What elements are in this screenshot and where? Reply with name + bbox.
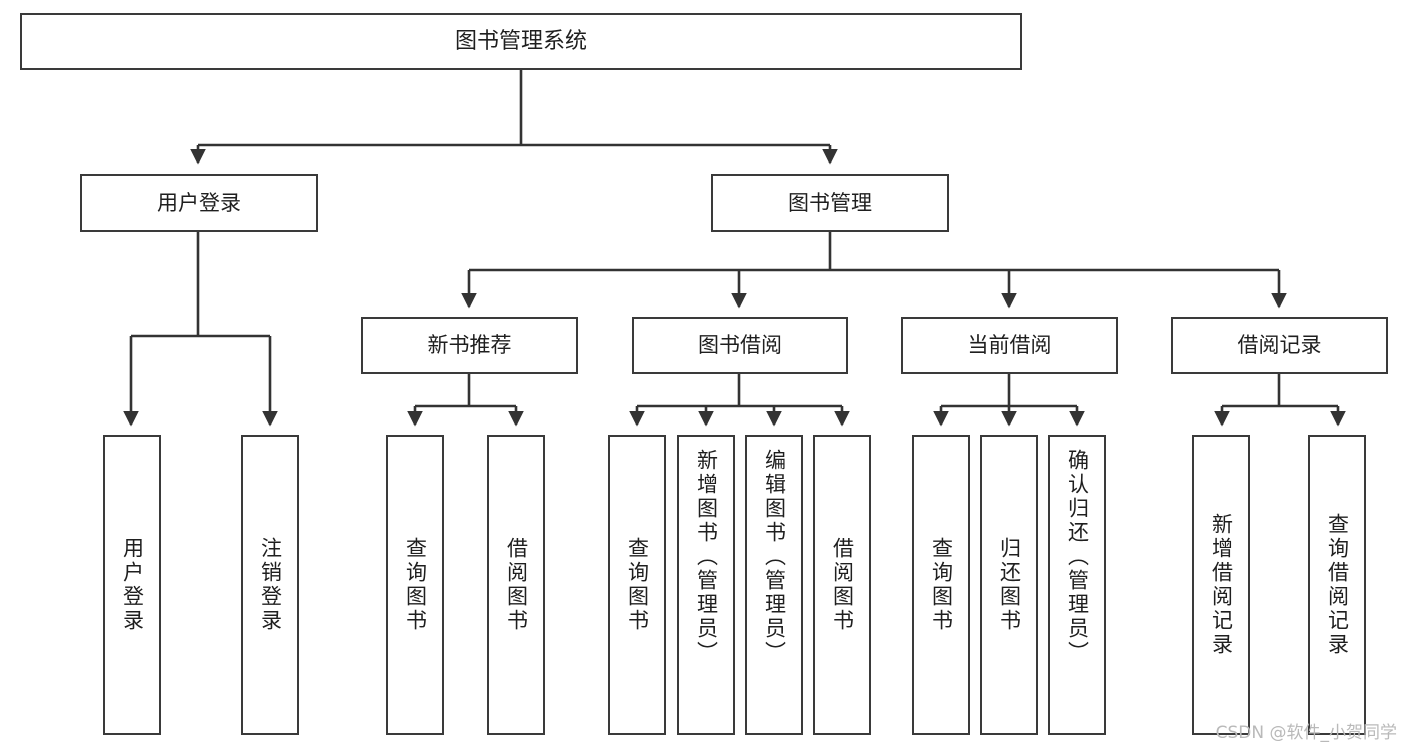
node-label: 新增借阅记录 [1209,513,1234,657]
node-label: 编辑图书（管理员） [762,449,787,665]
node-borrow-record[interactable]: 借阅记录 [1171,317,1388,374]
node-label: 用户登录 [120,537,145,633]
node-label: 新增图书（管理员） [694,449,719,665]
node-label: 注销登录 [258,537,283,633]
node-book-management[interactable]: 图书管理 [711,174,949,232]
node-label: 用户登录 [157,190,241,215]
watermark-text: CSDN @软件_小贺同学 [1215,723,1397,743]
leaf-query-book-recommend[interactable]: 查询图书 [386,435,444,735]
leaf-user-login[interactable]: 用户登录 [103,435,161,735]
node-label: 当前借阅 [967,333,1052,358]
node-current-borrow[interactable]: 当前借阅 [901,317,1118,374]
leaf-query-book-borrow[interactable]: 查询图书 [608,435,666,735]
leaf-borrow-book[interactable]: 借阅图书 [813,435,871,735]
node-label: 借阅记录 [1237,333,1322,358]
node-label: 新书推荐 [427,333,512,358]
leaf-add-book-admin[interactable]: 新增图书（管理员） [677,435,735,735]
leaf-add-borrow-record[interactable]: 新增借阅记录 [1192,435,1250,735]
leaf-confirm-return-admin[interactable]: 确认归还（管理员） [1048,435,1106,735]
node-label: 查询图书 [929,537,954,633]
node-label: 查询图书 [625,537,650,633]
node-label: 借阅图书 [504,537,529,633]
leaf-logout-login[interactable]: 注销登录 [241,435,299,735]
leaf-return-book[interactable]: 归还图书 [980,435,1038,735]
node-label: 借阅图书 [830,537,855,633]
node-label: 归还图书 [997,537,1022,633]
node-label: 查询借阅记录 [1325,513,1350,657]
leaf-query-borrow-record[interactable]: 查询借阅记录 [1308,435,1366,735]
node-user-login[interactable]: 用户登录 [80,174,318,232]
node-label: 确认归还（管理员） [1065,449,1090,665]
leaf-query-book-current[interactable]: 查询图书 [912,435,970,735]
node-label: 图书管理系统 [454,28,587,54]
node-label: 查询图书 [403,537,428,633]
node-root-system[interactable]: 图书管理系统 [20,13,1022,70]
node-book-borrow[interactable]: 图书借阅 [632,317,848,374]
node-label: 图书管理 [788,190,872,215]
leaf-borrow-book-recommend[interactable]: 借阅图书 [487,435,545,735]
node-new-book-recommend[interactable]: 新书推荐 [361,317,578,374]
leaf-edit-book-admin[interactable]: 编辑图书（管理员） [745,435,803,735]
node-label: 图书借阅 [698,333,782,358]
